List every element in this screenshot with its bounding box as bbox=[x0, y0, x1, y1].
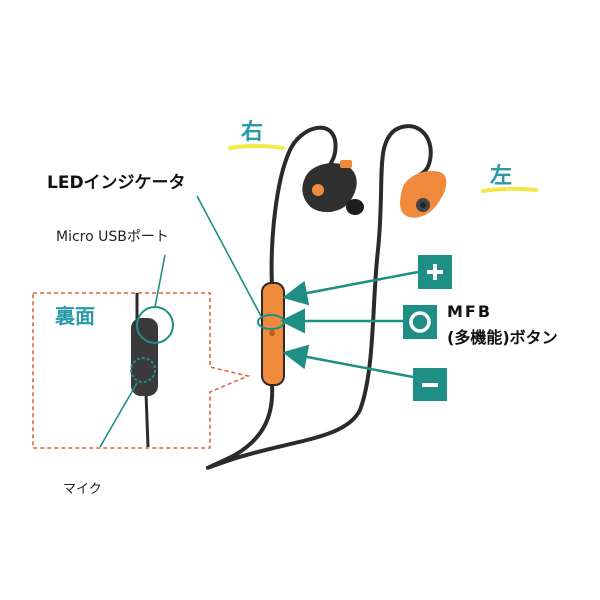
back-remote-cable bbox=[135, 293, 150, 448]
right-cable bbox=[269, 125, 338, 288]
mfb-description-label: (多機能)ボタン bbox=[447, 328, 558, 347]
right-underline bbox=[228, 144, 285, 150]
microphone-label: マイク bbox=[63, 482, 102, 497]
left-earpiece bbox=[400, 170, 447, 218]
usb-leader-line bbox=[154, 254, 166, 308]
back-remote bbox=[131, 318, 158, 396]
mic-dashed-circle bbox=[130, 357, 156, 383]
back-side-callout-box bbox=[32, 292, 251, 449]
led-indicator-label: LEDインジケータ bbox=[47, 173, 186, 193]
mic-leader-line bbox=[99, 382, 138, 448]
minus-button-icon bbox=[413, 368, 447, 401]
right-earpiece bbox=[302, 163, 357, 213]
left-label: 左 bbox=[490, 164, 513, 189]
right-eartip bbox=[346, 199, 364, 215]
remote-mfb-dot bbox=[269, 330, 275, 336]
back-side-label: 裏面 bbox=[55, 304, 95, 328]
right-label: 右 bbox=[241, 120, 264, 145]
mfb-label: MFB bbox=[447, 302, 493, 321]
plus-button-icon bbox=[418, 255, 452, 289]
left-cable bbox=[205, 124, 433, 470]
plus-arrow bbox=[282, 270, 419, 306]
mfb-button-icon bbox=[403, 305, 437, 339]
micro-usb-label: Micro USBポート bbox=[56, 229, 169, 245]
left-underline bbox=[481, 186, 538, 193]
led-leader-line bbox=[196, 195, 263, 319]
right-earpiece-logo bbox=[312, 184, 324, 196]
right-earpiece-accent bbox=[340, 160, 352, 168]
minus-arrow bbox=[282, 344, 414, 379]
left-eartip-center bbox=[420, 202, 426, 208]
